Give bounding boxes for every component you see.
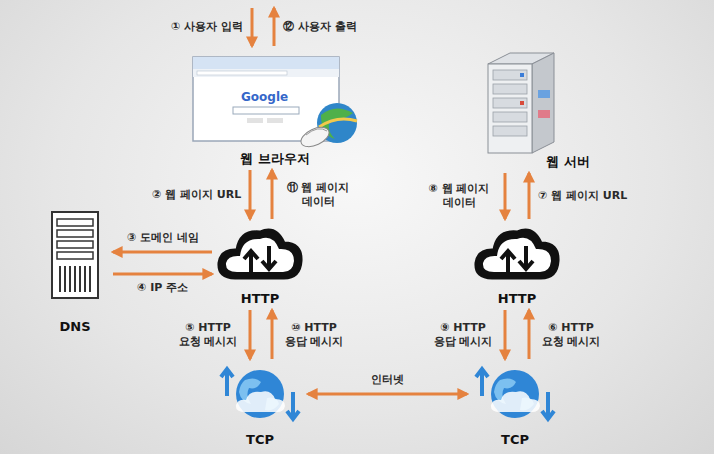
art-part <box>476 230 558 278</box>
art-part <box>57 230 93 237</box>
tcp-node: TCP <box>470 362 560 448</box>
art-part <box>244 251 258 274</box>
node-label: TCP <box>246 432 274 448</box>
art-part <box>493 126 527 136</box>
edge-label: 인터넷 <box>371 373 404 387</box>
http-cloud-icon <box>215 222 305 286</box>
flow-arrow <box>113 273 212 276</box>
flow-arrow <box>308 393 467 396</box>
art-part <box>193 57 339 69</box>
art-part <box>491 370 539 418</box>
art-part <box>532 53 554 153</box>
art-part <box>488 64 532 153</box>
art-part <box>520 101 524 105</box>
edge-label: ⑪ 웹 페이지 데이터 <box>281 181 355 209</box>
node-label: 웹 브라우저 <box>240 151 310 167</box>
flow-arrow <box>528 310 531 359</box>
art-part <box>267 118 283 123</box>
art-part <box>236 391 285 412</box>
step-label: ⑫ 사용자 출력 <box>283 20 357 34</box>
browser-node: 웹 브라우저 <box>185 55 365 167</box>
art-part <box>520 73 524 77</box>
edge-label: ⑧ 웹 페이지 데이터 <box>422 182 496 210</box>
art-part <box>493 70 527 80</box>
art-part <box>193 69 339 77</box>
dns-node: DNS <box>40 210 110 335</box>
art-part <box>247 118 263 123</box>
step-label: ① 사용자 입력 <box>171 20 243 34</box>
http-node: HTTP <box>472 222 562 307</box>
http-cloud-icon <box>472 222 562 286</box>
flow-arrow <box>249 310 252 359</box>
edge-label: ⑨ HTTP 응답 메시지 <box>430 321 496 349</box>
art-part <box>262 246 276 269</box>
flow-arrow <box>271 170 274 219</box>
user-output-arrow <box>273 8 276 46</box>
logo-text: Google <box>241 90 288 105</box>
art-part <box>221 369 233 396</box>
art-part <box>538 90 550 98</box>
art-part <box>60 266 90 292</box>
server-node: 웹 서버 <box>470 50 590 170</box>
edge-label: ③ 도메인 네임 <box>127 231 199 245</box>
flow-arrow <box>271 310 274 359</box>
art-part <box>57 241 93 248</box>
art-part <box>501 251 515 274</box>
art-part <box>319 119 357 127</box>
art-part <box>493 98 527 108</box>
node-label: 웹 서버 <box>546 154 590 170</box>
art-part <box>287 392 299 419</box>
flow-arrow <box>528 173 531 219</box>
art-part <box>52 212 98 298</box>
flow-arrow <box>504 310 507 359</box>
art-part <box>519 246 533 269</box>
server-illustration <box>470 50 590 156</box>
art-part <box>542 392 554 419</box>
art-part <box>298 123 332 150</box>
art-part <box>219 230 301 278</box>
art-part <box>491 391 540 412</box>
tcp-globe-icon <box>470 362 560 426</box>
tcp-node: TCP <box>215 362 305 448</box>
node-label: TCP <box>501 432 529 448</box>
art-part <box>476 369 488 396</box>
node-label: HTTP <box>498 291 536 307</box>
http-node: HTTP <box>215 222 305 307</box>
art-part <box>493 84 527 94</box>
edge-label: ⑥ HTTP 요청 메시지 <box>538 321 604 349</box>
art-part <box>57 219 93 226</box>
edge-label: ⑩ HTTP 응답 메시지 <box>281 321 347 349</box>
art-part <box>306 129 327 135</box>
art-part <box>226 238 294 272</box>
node-label: DNS <box>59 319 90 335</box>
edge-label: ⑦ 웹 페이지 URL <box>538 189 627 203</box>
edge-label: ② 웹 페이지 URL <box>152 188 241 202</box>
art-part <box>233 107 299 114</box>
art-part <box>236 370 284 418</box>
art-part <box>538 110 550 118</box>
flow-arrow <box>249 170 252 219</box>
art-part <box>57 252 93 259</box>
art-part <box>493 112 527 122</box>
user-input-arrow <box>251 8 254 46</box>
edge-label: ④ IP 주소 <box>137 281 188 295</box>
flow-arrow <box>113 251 212 254</box>
art-part <box>197 71 287 75</box>
node-label: HTTP <box>241 291 279 307</box>
dns-server-icon <box>40 210 110 302</box>
edge-label: ⑤ HTTP 요청 메시지 <box>175 321 241 349</box>
tcp-globe-icon <box>215 362 305 426</box>
flow-arrow <box>504 173 507 219</box>
art-part <box>483 238 551 272</box>
